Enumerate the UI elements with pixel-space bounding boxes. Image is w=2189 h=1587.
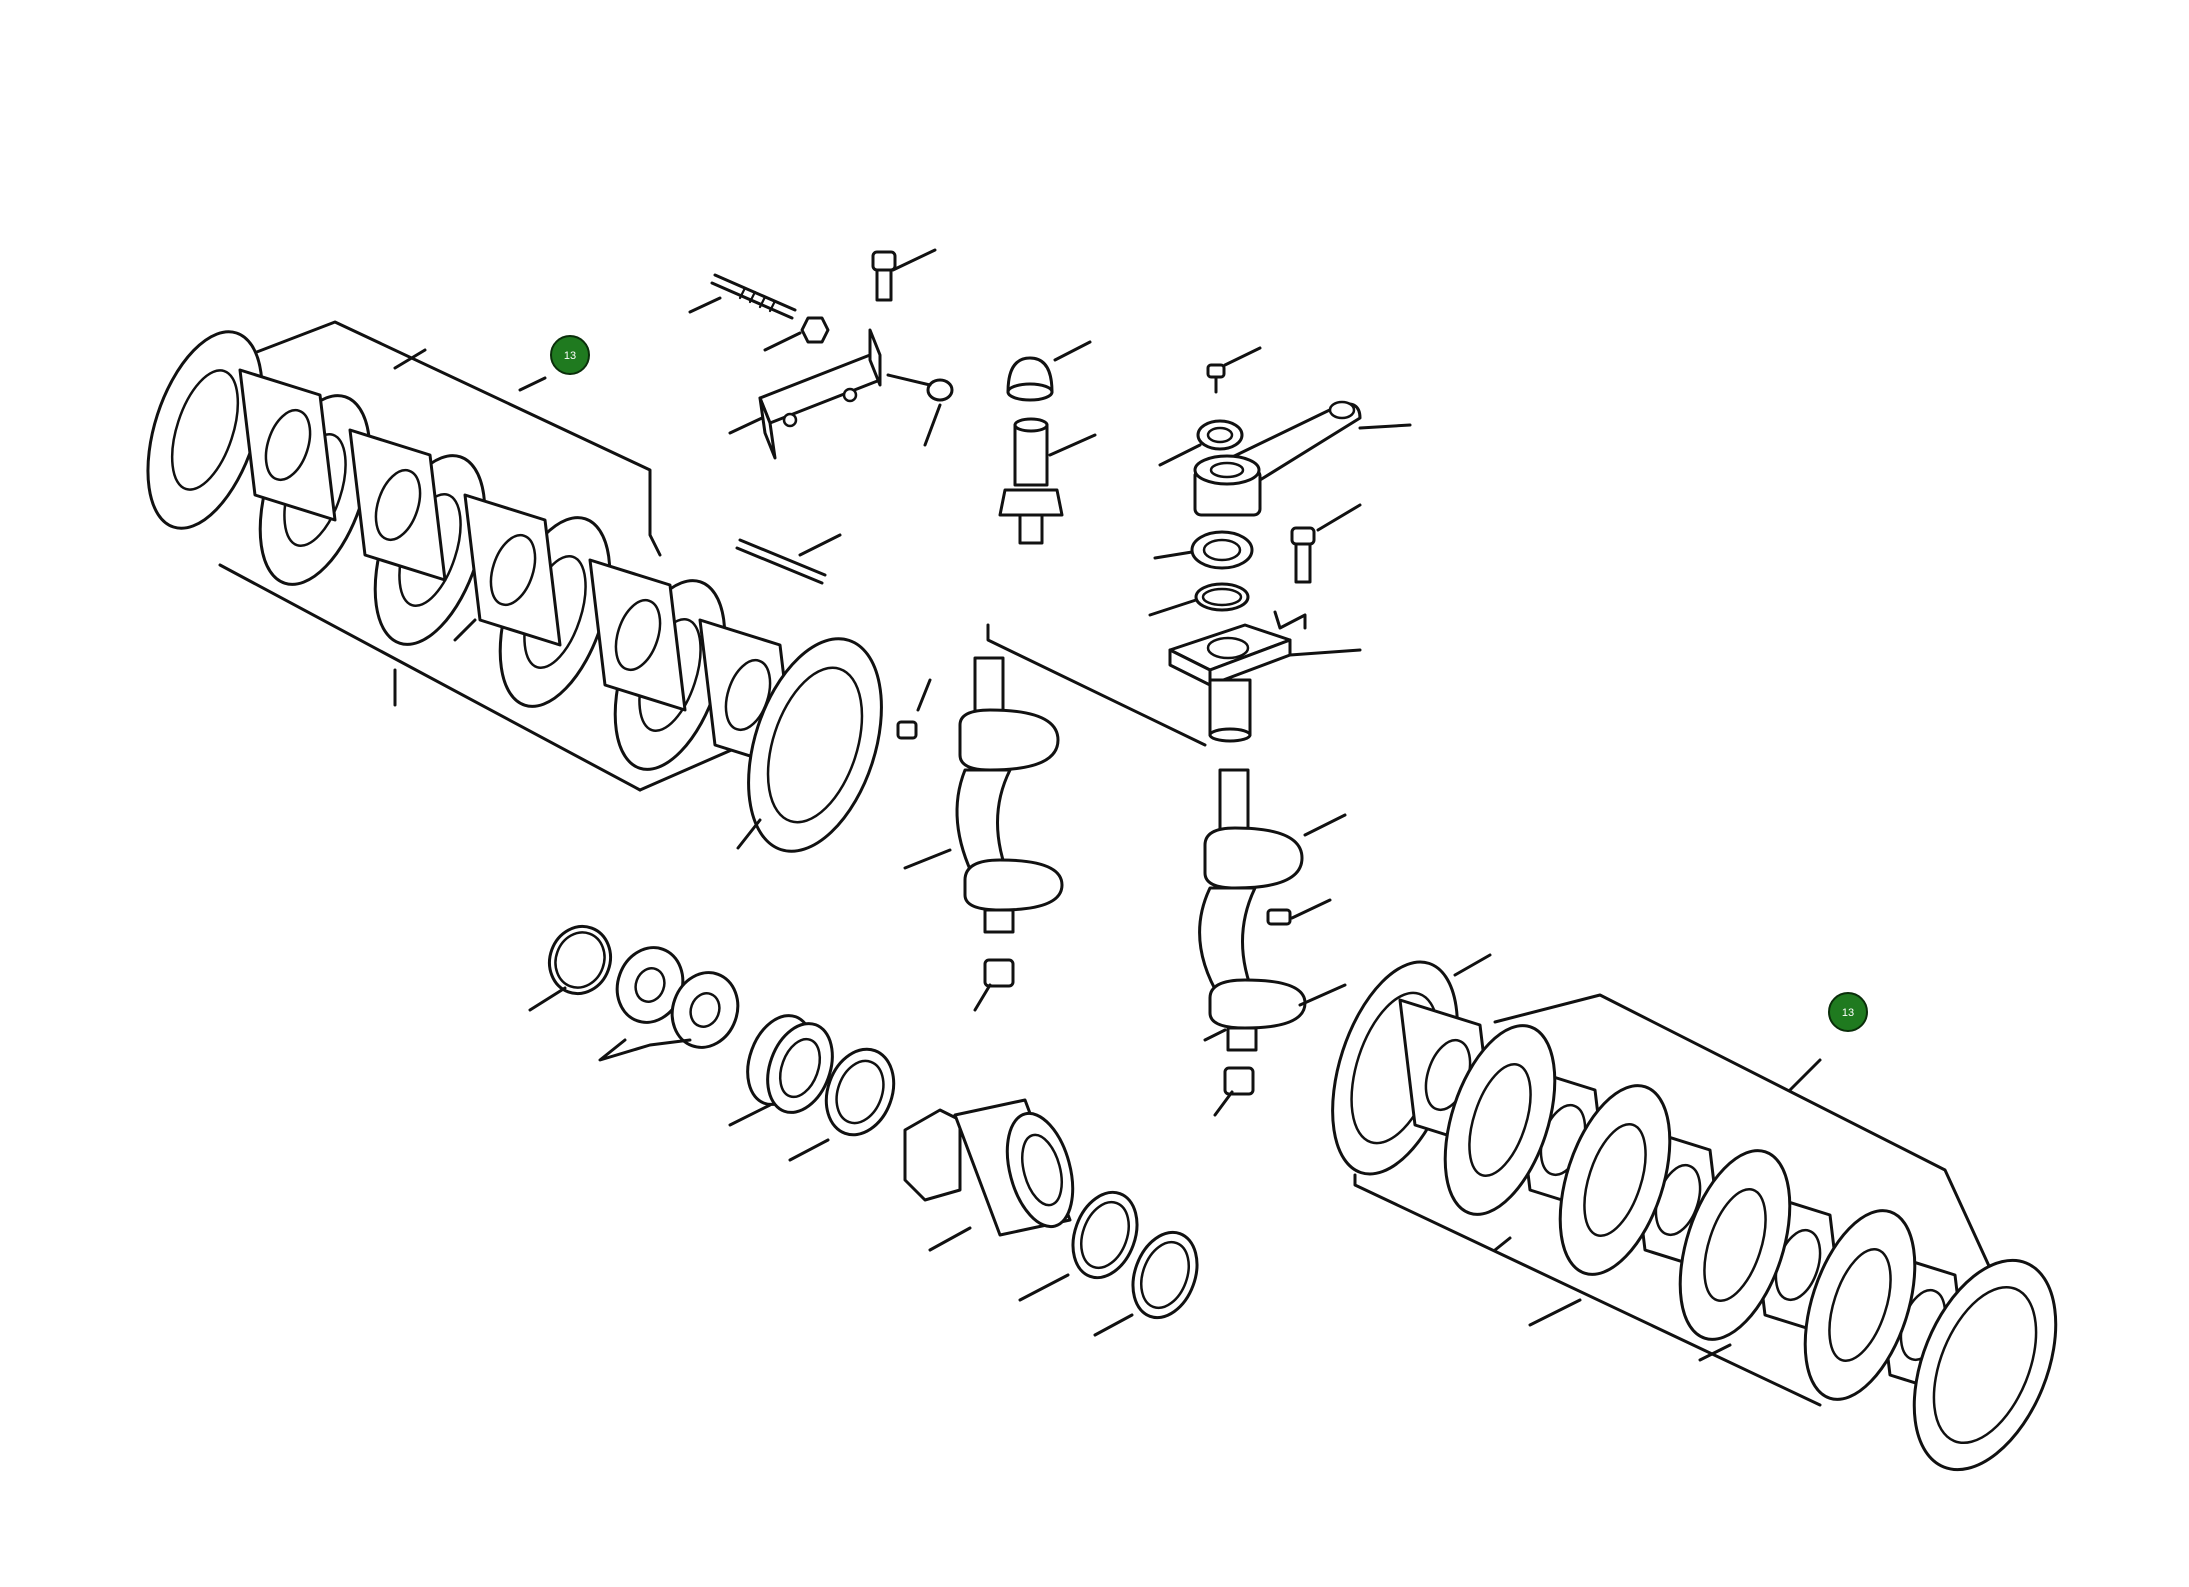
- crank-shafts: [903, 623, 1347, 1117]
- callout-badge-upper-left-label: 13: [564, 350, 576, 362]
- upper-left-disc-pack: [146, 320, 883, 853]
- center-valve-parts: [896, 340, 1097, 740]
- lever-arm-assembly: [1148, 346, 1412, 743]
- callout-badge-upper-left[interactable]: 13: [550, 335, 590, 375]
- callout-badge-lower-right-label: 13: [1842, 1007, 1854, 1019]
- upper-bracket-assembly: [688, 248, 954, 585]
- lower-shaft-assembly: [528, 924, 1199, 1337]
- callout-badge-lower-right-circle: [1828, 992, 1868, 1032]
- callout-badge-upper-left-circle: [550, 335, 590, 375]
- lower-right-disc-pack: [1331, 953, 2058, 1472]
- callout-badge-lower-right[interactable]: 13: [1828, 992, 1868, 1032]
